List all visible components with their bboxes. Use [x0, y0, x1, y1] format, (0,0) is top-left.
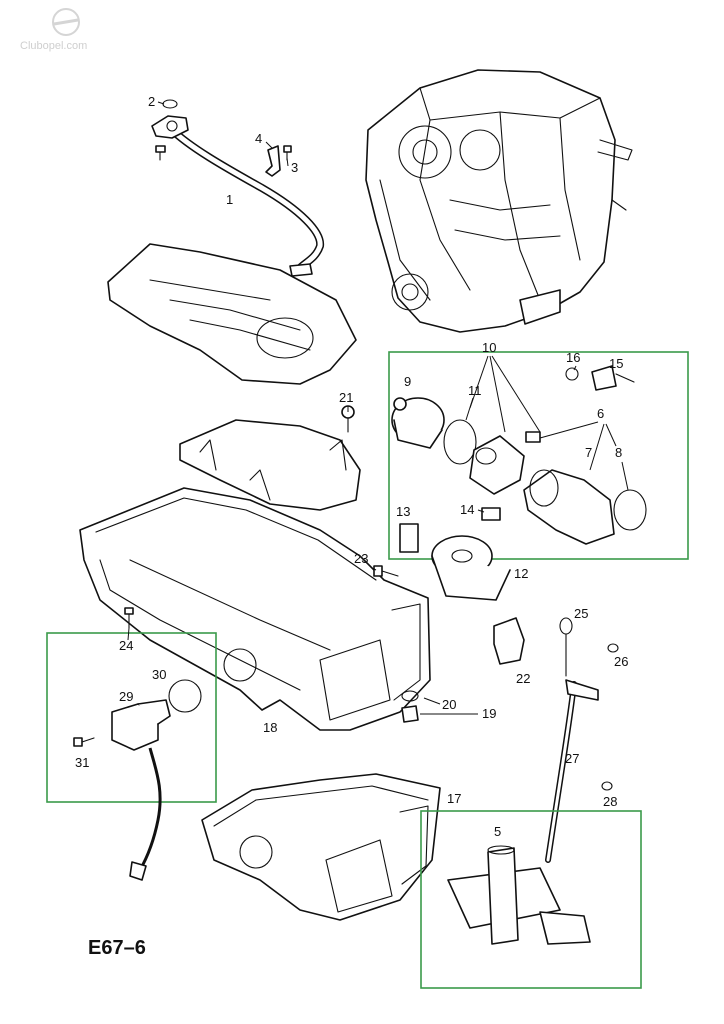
washer-26	[607, 643, 619, 653]
oil-baffle-lower	[179, 419, 361, 511]
o-ring-30	[168, 679, 202, 713]
valve-6	[525, 431, 541, 443]
oil-level-sensor-29	[111, 699, 171, 881]
callout-8: 8	[615, 445, 622, 460]
callout-6: 6	[597, 406, 604, 421]
filter-housing-7	[523, 469, 615, 545]
callout-19: 19	[482, 706, 496, 721]
callout-25: 25	[574, 606, 588, 621]
callout-4: 4	[255, 131, 262, 146]
callout-26: 26	[614, 654, 628, 669]
callout-28: 28	[603, 794, 617, 809]
filter-cap-9	[391, 397, 445, 449]
bolt-23	[373, 565, 399, 577]
oil-pan-lower	[201, 773, 441, 921]
sealant-tube-5	[447, 845, 591, 945]
callout-1: 1	[226, 192, 233, 207]
callout-10: 10	[482, 340, 496, 355]
engine-assembly	[365, 69, 633, 333]
callout-15: 15	[609, 356, 623, 371]
callout-9: 9	[404, 374, 411, 389]
bolt-3	[283, 145, 292, 161]
bolt-14	[481, 507, 501, 521]
filter-element-10	[469, 435, 525, 495]
oil-level-sensor-kit-frame	[46, 632, 217, 881]
callout-5: 5	[494, 824, 501, 839]
spring-13	[399, 523, 419, 553]
callout-16: 16	[566, 350, 580, 365]
o-ring-8	[613, 489, 647, 531]
watermark-text: Clubopel.com	[20, 40, 87, 52]
callout-17: 17	[447, 791, 461, 806]
drain-plug-19	[401, 705, 419, 723]
washer-16	[565, 367, 579, 381]
callout-30: 30	[152, 667, 166, 682]
callout-7: 7	[585, 445, 592, 460]
washer-28	[601, 781, 613, 791]
callout-2: 2	[148, 94, 155, 109]
callout-23: 23	[354, 551, 368, 566]
callout-18: 18	[263, 720, 277, 735]
oil-suction-pipe	[151, 115, 325, 277]
callout-3: 3	[291, 160, 298, 175]
callout-27: 27	[565, 751, 579, 766]
diagram-code: E67–6	[88, 937, 146, 959]
oil-pressure-switch-15	[591, 365, 635, 391]
gasket-ring-2	[162, 99, 178, 109]
callout-11: 11	[468, 383, 482, 398]
callout-12: 12	[514, 566, 528, 581]
sealant-kit-frame	[420, 810, 642, 989]
callout-13: 13	[396, 504, 410, 519]
callout-20: 20	[442, 697, 456, 712]
callout-29: 29	[119, 689, 133, 704]
callout-labels: 2 4 3 1 10 9 11 16 15 21 6 7 8 13 14 23 …	[75, 94, 628, 839]
bolt-24	[124, 607, 134, 629]
o-ring-11	[443, 419, 477, 465]
bolt-31	[73, 737, 95, 747]
clip-22	[493, 617, 525, 665]
seal-ring-20	[401, 690, 419, 702]
callout-31: 31	[75, 755, 89, 770]
leader-lines	[127, 101, 629, 715]
oil-filter-12	[431, 535, 511, 601]
callout-14: 14	[460, 502, 474, 517]
bracket-4	[265, 145, 281, 177]
callout-21: 21	[339, 390, 353, 405]
oil-baffle-upper	[107, 243, 357, 385]
callout-24: 24	[119, 638, 133, 653]
dipstick-25	[559, 617, 573, 677]
callout-22: 22	[516, 671, 530, 686]
opel-logo: Clubopel.com	[20, 8, 87, 52]
dipstick-tube-27	[545, 679, 599, 863]
bolt-pipe	[155, 145, 166, 161]
oil-filter-kit-frame	[388, 351, 689, 601]
